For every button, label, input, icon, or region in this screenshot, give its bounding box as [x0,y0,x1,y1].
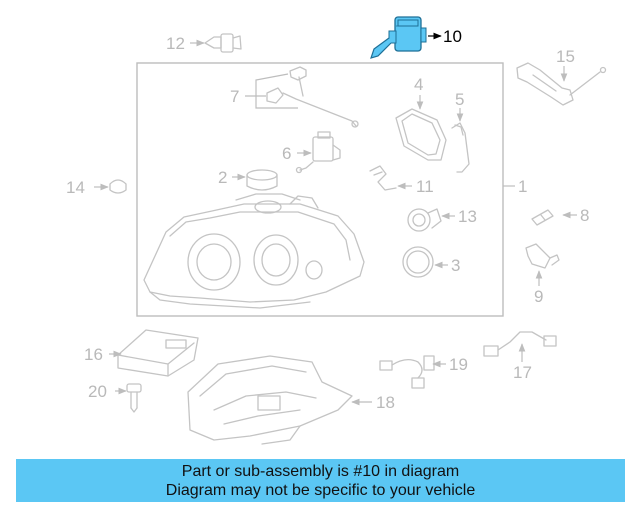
info-banner: Part or sub-assembly is #10 in diagram D… [16,459,625,502]
callout-1: 1 [518,177,527,196]
part-12-bulb[interactable] [204,33,242,53]
callout-16: 16 [84,345,103,364]
part-20-pin[interactable] [126,383,142,413]
banner-line-1: Part or sub-assembly is #10 in diagram [181,463,460,480]
callout-20: 20 [88,382,107,401]
part-9-bulb[interactable] [525,243,560,269]
callout-10: 10 [443,27,462,46]
assembly-frame [136,62,504,317]
banner-line-2: Diagram may not be specific to your vehi… [165,482,476,499]
callout-17: 17 [513,363,532,382]
part-15-sensor[interactable] [516,62,607,106]
callout-15: 15 [556,47,575,66]
callout-3: 3 [451,256,460,275]
callout-4: 4 [414,75,423,94]
callout-8: 8 [580,206,589,225]
callout-13: 13 [458,207,477,226]
callout-6: 6 [282,144,291,163]
callout-9: 9 [534,287,543,306]
callout-5: 5 [455,90,464,109]
callout-2: 2 [218,168,227,187]
part-10-bulb[interactable] [370,16,427,59]
part-1-headlamp[interactable] [143,193,365,309]
callout-12: 12 [166,34,185,53]
callout-7: 7 [230,87,239,106]
part-14-cap[interactable] [109,179,127,194]
part-18-shield[interactable] [187,355,353,445]
part-19-harness[interactable] [379,355,435,389]
callout-14: 14 [66,178,85,197]
part-11-clip[interactable] [369,165,397,191]
part-7-hardware[interactable] [266,66,359,128]
part-6-actuator[interactable] [295,131,341,174]
part-4-gasket[interactable] [395,108,447,161]
part-2-cap[interactable] [246,169,278,191]
part-17-harness[interactable] [483,331,557,357]
callout-18: 18 [376,393,395,412]
callout-11: 11 [416,177,434,196]
part-16-module[interactable] [117,329,199,377]
part-3-ring[interactable] [402,246,434,278]
part-5-bracket[interactable] [451,122,470,173]
part-8-bulb[interactable] [531,209,554,226]
part-13-socket[interactable] [407,208,442,232]
callout-19: 19 [449,355,468,374]
